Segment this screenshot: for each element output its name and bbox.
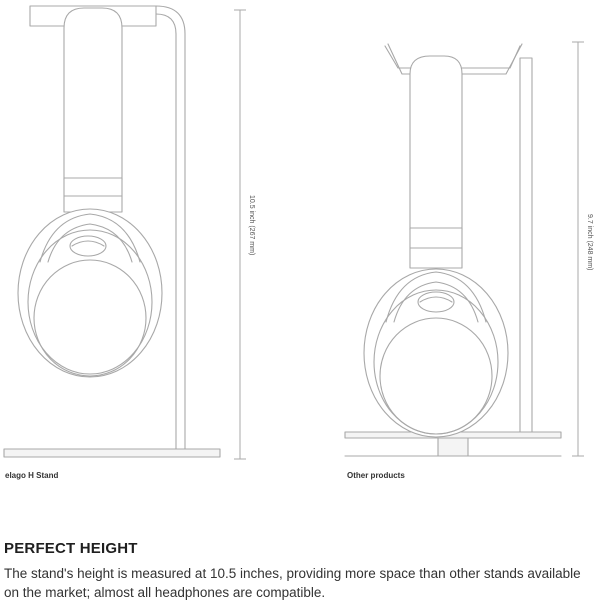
elago-height-label: 10.5 inch (267 mm) xyxy=(248,195,255,255)
elago-headphone-slider xyxy=(63,177,123,213)
elago-caption: elago H Stand xyxy=(5,471,58,480)
other-stand-illustration xyxy=(344,43,562,457)
description-text: The stand's height is measured at 10.5 i… xyxy=(4,566,581,600)
elago-headphone-headband xyxy=(63,7,123,181)
elago-stand-illustration xyxy=(3,5,221,458)
other-height-dimension xyxy=(572,41,584,457)
elago-stand-base xyxy=(3,448,221,458)
other-caption: Other products xyxy=(347,471,405,480)
elago-headphone-earcup xyxy=(17,208,163,378)
other-headphone-earcup xyxy=(363,268,509,438)
section-heading: PERFECT HEIGHT xyxy=(4,540,138,557)
other-headphone-headband xyxy=(409,55,463,231)
other-stand-post xyxy=(519,57,533,433)
other-height-label: 9.7 inch (248 mm) xyxy=(586,214,593,270)
elago-height-dimension xyxy=(234,9,246,460)
